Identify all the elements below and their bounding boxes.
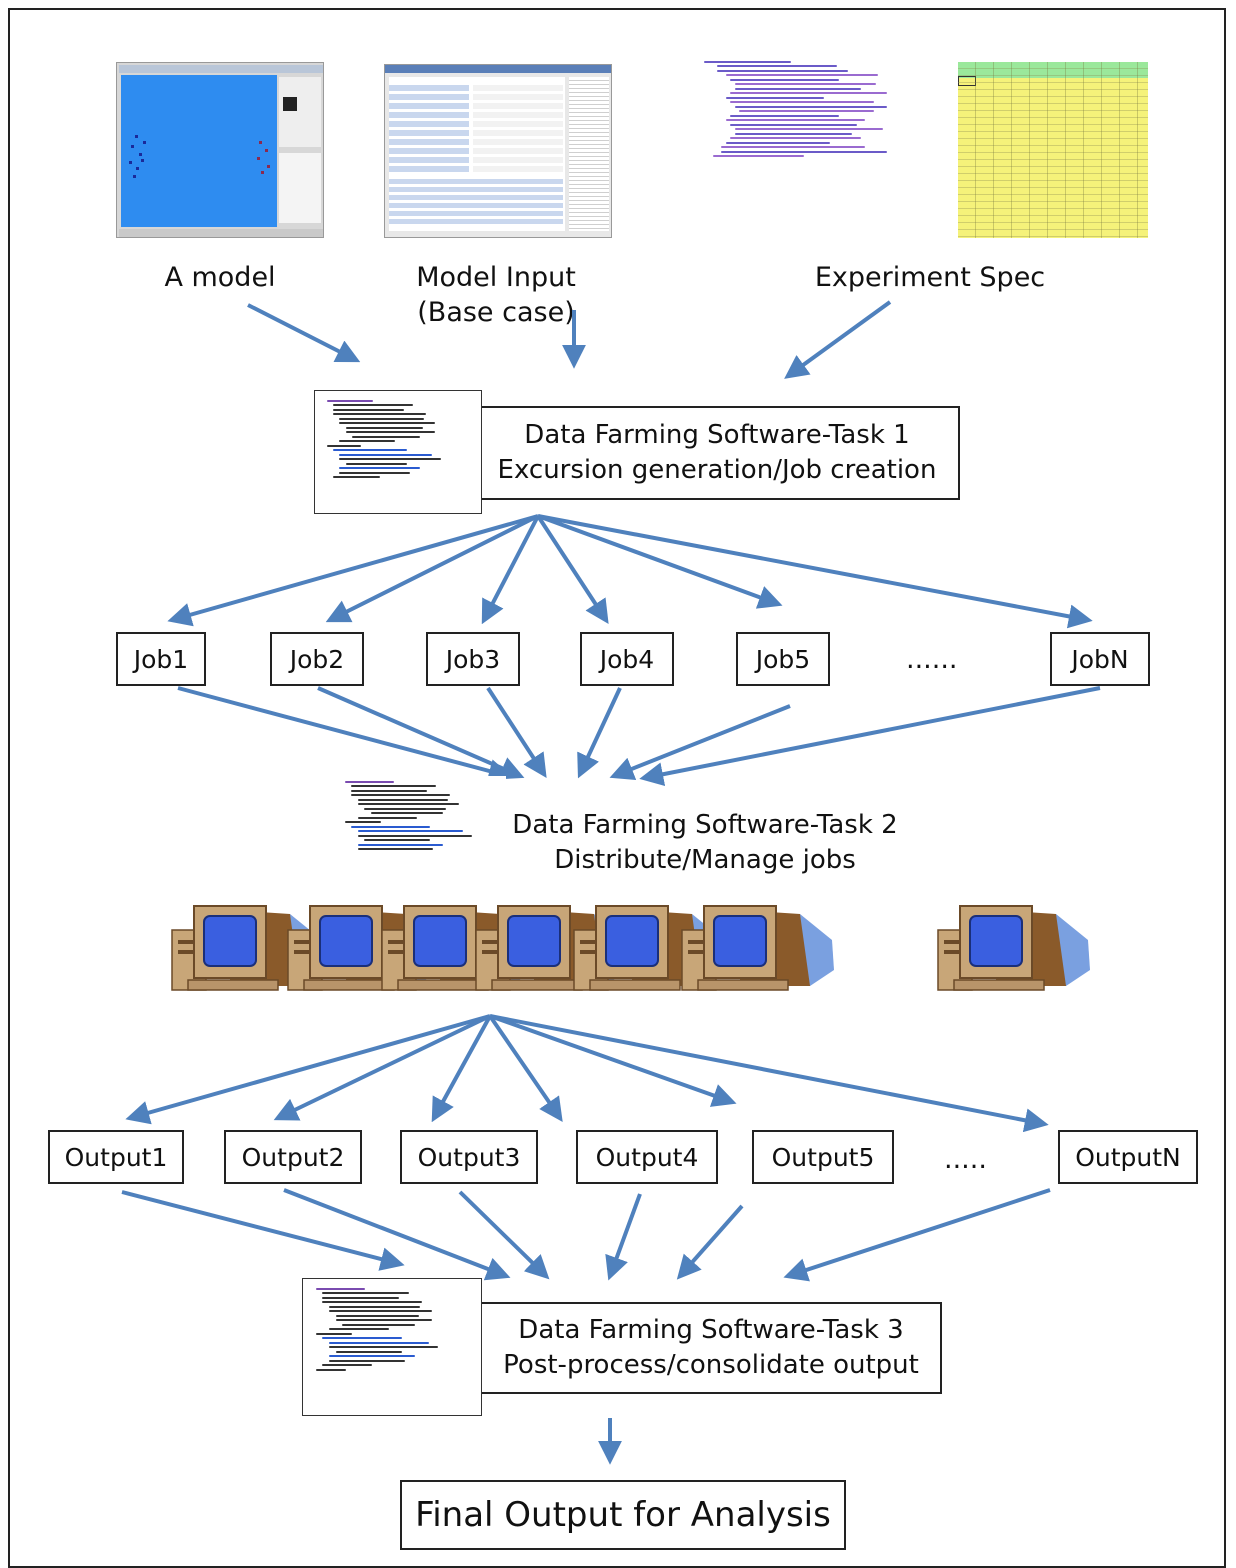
task2-subtitle: Distribute/Manage jobs (554, 845, 856, 875)
arrow-task1-to-job1 (167, 514, 539, 627)
job-box-3: Job3 (426, 632, 520, 686)
arrow-cluster-to-output1 (125, 1014, 491, 1125)
arrow-task1-to-job4 (536, 514, 609, 625)
arrow-job2-to-task2 (317, 686, 525, 780)
task2-title: Data Farming Software-Task 2 (512, 810, 898, 840)
job-box-1: Job1 (116, 632, 206, 686)
output-box-1: Output1 (48, 1130, 184, 1184)
arrow-job1-to-task2 (177, 686, 513, 783)
job-box-n: JobN (1050, 632, 1150, 686)
output-box-3: Output3 (400, 1130, 538, 1184)
final-output-box: Final Output for Analysis (400, 1480, 846, 1550)
arrow-cluster-to-outputn (489, 1014, 1049, 1133)
arrow-jobn-to-task2 (639, 686, 1101, 787)
arrow-job3-to-task2 (486, 686, 547, 779)
output-box-5: Output5 (752, 1130, 894, 1184)
output-box-2: Output2 (224, 1130, 362, 1184)
arrow-cluster-to-output4 (488, 1014, 563, 1122)
arrow-output5-to-task3 (676, 1204, 744, 1280)
arrow-output4-to-task3 (605, 1193, 642, 1281)
model-input-screenshot (384, 64, 612, 238)
arrow-output2-to-task3 (283, 1188, 511, 1281)
arrow-model-to-task1 (247, 303, 361, 363)
experiment-spec-xml (704, 58, 922, 238)
arrow-job4-to-task2 (577, 687, 622, 779)
arrow-task1-to-job3 (481, 515, 540, 625)
job-box-2: Job2 (270, 632, 364, 686)
output-box-4: Output4 (576, 1130, 718, 1184)
task3-subtitle: Post-process/consolidate output (503, 1350, 919, 1380)
experiment-spec-label: Experiment Spec (814, 262, 1046, 293)
task1-box: Data Farming Software-Task 1 Excursion g… (474, 406, 960, 500)
task1-code-thumbnail (314, 390, 482, 514)
model-screenshot (116, 62, 324, 238)
task2-code-thumbnail (334, 776, 506, 894)
computer-icon-n (937, 905, 1091, 991)
arrow-output1-to-task3 (121, 1190, 405, 1271)
arrow-output3-to-task3 (458, 1190, 550, 1280)
outputs-ellipsis: ..... (944, 1144, 987, 1175)
job-box-5: Job5 (736, 632, 830, 686)
computer-icon-6 (681, 905, 835, 991)
arrow-cluster-to-output3 (431, 1015, 492, 1123)
arrow-task1-to-job2 (325, 514, 539, 623)
arrow-task1-to-jobn (537, 514, 1093, 629)
job-box-4: Job4 (580, 632, 674, 686)
model-label: A model (164, 262, 276, 293)
experiment-spreadsheet (934, 62, 1148, 238)
xml-code-lines (704, 58, 922, 238)
jobs-ellipsis: ...... (906, 644, 958, 675)
task3-title: Data Farming Software-Task 3 (518, 1315, 904, 1345)
arrow-task1-to-job5 (537, 514, 783, 609)
arrow-spec-to-task1 (784, 300, 892, 379)
model-input-label-1: Model Input (416, 262, 576, 293)
task3-box: Data Farming Software-Task 3 Post-proces… (480, 1302, 942, 1394)
task1-subtitle: Excursion generation/Job creation (497, 455, 937, 485)
task3-code-thumbnail (302, 1278, 482, 1416)
arrow-cluster-to-output5 (489, 1014, 737, 1107)
output-box-n: OutputN (1058, 1130, 1198, 1184)
task1-title: Data Farming Software-Task 1 (524, 420, 910, 450)
arrow-cluster-to-output2 (273, 1014, 491, 1121)
model-input-label-2: (Base case) (417, 297, 575, 328)
arrow-outputn-to-task3 (783, 1188, 1051, 1282)
